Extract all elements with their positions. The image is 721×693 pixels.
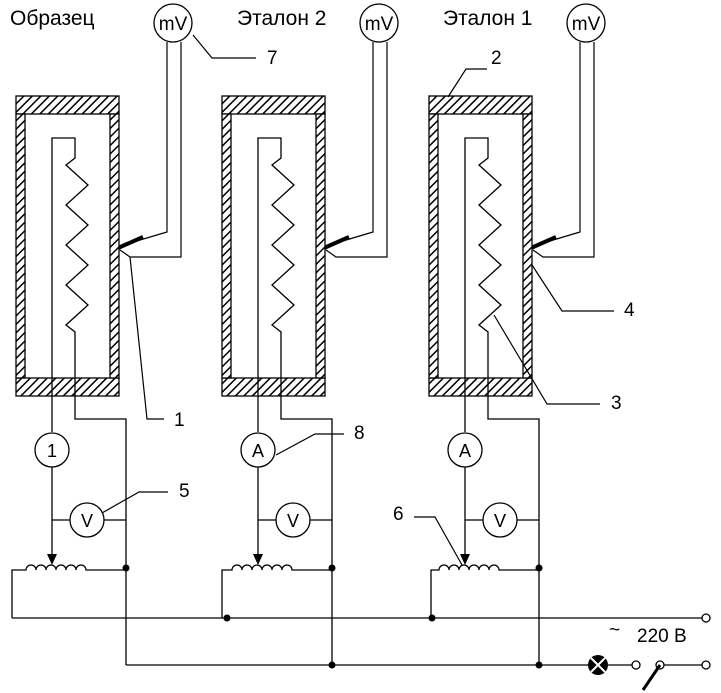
callout-5: 5 [179,481,190,502]
callout-8: 8 [354,423,365,444]
supply-voltage-label: 220 В [637,626,687,647]
voltmeter-ref1-label: V [494,511,506,531]
heater-coil-sample [51,137,89,396]
voltmeter-ref2-label: V [287,511,299,531]
callout-2: 2 [491,48,502,69]
millivoltmeter-ref2-label: mV [365,14,394,35]
ammeter-ref1-label: A [459,441,471,461]
furnace-bottom-wall-sample [15,377,120,397]
ammeter-ref2-label: A [252,441,264,461]
millivoltmeter-sample [153,3,193,43]
callout-6: 6 [393,504,404,525]
thermocouple-ref2 [323,235,350,250]
callout-3: 3 [611,393,622,414]
callout-7: 7 [267,48,278,69]
supply-terminal-top [701,613,711,623]
autotransformer-ref1 [430,564,539,618]
furnace-left-wall-sample [15,113,26,379]
unit-ref1: mV A V [428,3,606,665]
supply-bus: ~ 220 В [12,613,711,691]
title-ref1: Эталон 1 [443,7,532,30]
millivoltmeter-ref2 [359,3,399,43]
power-switch [641,664,662,691]
furnace-right-wall-sample [109,113,120,379]
callouts: 7 2 4 3 1 8 5 6 [101,34,635,566]
callout-4: 4 [624,300,635,321]
autotransformer-ref2 [221,564,332,618]
millivoltmeter-ref1-label: mV [572,14,601,35]
furnace-top-wall-sample [15,95,120,115]
unit-sample: mV 1 V [11,3,193,665]
millivoltmeter-ref1 [566,3,606,43]
heater-coil-ref2 [257,137,295,396]
heater-coil-ref1 [464,137,502,396]
millivoltmeter-sample-label: mV [159,14,188,35]
autotransformer-sample [11,564,126,618]
ammeter-sample-label: 1 [47,441,57,461]
voltmeter-sample-label: V [81,511,93,531]
callout-1: 1 [174,410,185,431]
thermocouple-ref1 [530,235,557,250]
supply-terminal-bottom [701,660,711,670]
thermocouple-sample [117,235,144,250]
unit-ref2: mV A V [221,3,399,665]
title-ref2: Эталон 2 [237,7,326,30]
ac-symbol: ~ [609,620,620,641]
title-sample: Образец [10,7,95,30]
